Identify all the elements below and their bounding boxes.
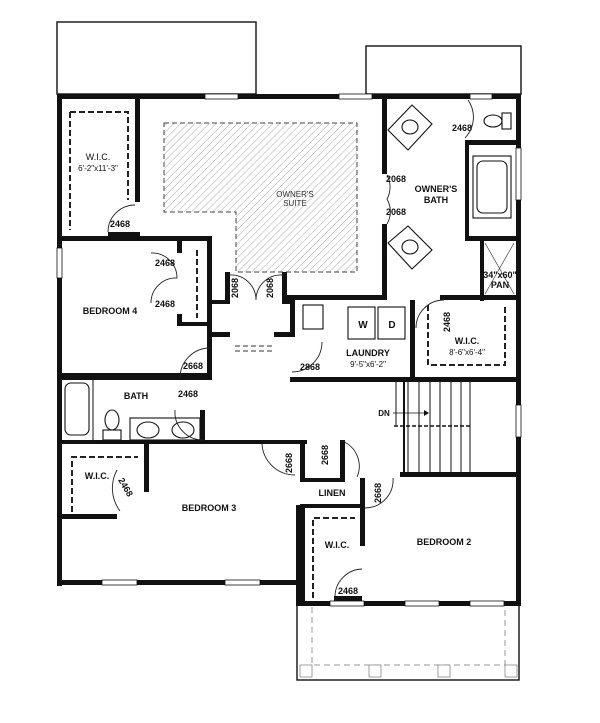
- wic-shelf-bed2: [312, 517, 355, 598]
- wic-shelf-bed3: [71, 456, 138, 512]
- wic-shelf-owner: [69, 111, 129, 230]
- room-label-owners-suite-2: SUITE: [283, 199, 307, 208]
- bay-outline-left: [56, 21, 257, 95]
- door-label: 2068: [386, 207, 406, 217]
- door-label: 2068: [386, 174, 406, 184]
- door-label: 2668: [373, 483, 383, 503]
- laundry-sink-icon: [302, 304, 324, 330]
- door-label: 2668: [284, 453, 294, 473]
- room-label-linen: LINEN: [319, 488, 346, 498]
- room-label-bedroom-2: BEDROOM 2: [417, 537, 472, 547]
- door-swings: [107, 99, 474, 597]
- door-label: 2468: [178, 389, 198, 399]
- dryer-icon: [377, 306, 406, 340]
- door-label: 2468: [110, 219, 130, 229]
- room-size-laundry: 9'-5"x6'-2": [350, 360, 386, 369]
- sink-icon: [401, 239, 419, 255]
- sink-icon: [401, 119, 419, 135]
- door-label: 2468: [116, 476, 135, 498]
- shower-pan-icon: [484, 242, 515, 295]
- room-label-laundry: LAUNDRY: [346, 348, 390, 358]
- door-label: 2068: [265, 278, 275, 298]
- porch-post: [437, 664, 451, 678]
- stairs-direction-label: DN: [378, 409, 390, 418]
- washer-label: W: [358, 320, 368, 331]
- door-label: 2868: [300, 362, 320, 372]
- room-label-wic-owner: W.I.C.: [86, 152, 111, 162]
- room-label-owners-bath-1: OWNER'S: [415, 184, 458, 194]
- sink-icon: [136, 421, 160, 439]
- bathtub-icon: [64, 382, 90, 436]
- bay-outline-right: [365, 45, 522, 95]
- room-label-bedroom-3: BEDROOM 3: [182, 503, 237, 513]
- owners-suite-hatched-area: [163, 122, 358, 273]
- door-label: 2468: [442, 312, 452, 332]
- toilet-icon: [483, 114, 503, 128]
- room-label-bedroom-4: BEDROOM 4: [83, 306, 138, 316]
- toilet-icon: [104, 409, 120, 431]
- porch-post: [368, 664, 382, 678]
- room-size-wic-bath: 8'-6"x6'-4": [449, 348, 485, 357]
- door-label: 2468: [338, 586, 358, 596]
- interior-walls: [62, 99, 518, 604]
- sink-icon: [171, 421, 195, 439]
- washer-icon: [347, 306, 376, 340]
- room-size-wic-owner: 6'-2"x11'-3": [78, 164, 118, 173]
- room-label-owners-suite-1: OWNER'S: [276, 190, 314, 199]
- wic-shelf-bath: [427, 305, 506, 366]
- room-label-wic-bed2: W.I.C.: [325, 540, 350, 550]
- porch-outline: [296, 604, 520, 681]
- toilet-tank-icon: [501, 112, 512, 130]
- porch-post: [299, 664, 313, 678]
- dryer-label: D: [388, 320, 395, 331]
- porch-dashed-line: [311, 607, 506, 666]
- shower-pan-label: PAN: [491, 280, 509, 290]
- room-label-wic-bath: W.I.C.: [455, 336, 480, 346]
- door-label: 2468: [155, 258, 175, 268]
- door-label: 2468: [155, 299, 175, 309]
- room-label-bath: BATH: [124, 391, 148, 401]
- room-label-wic-bed3: W.I.C.: [85, 471, 110, 481]
- fixtures: [64, 104, 515, 441]
- porch-post: [504, 664, 518, 678]
- door-label: 2668: [320, 445, 330, 465]
- windows: [56, 93, 522, 607]
- room-label-owners-bath-2: BATH: [424, 195, 448, 205]
- door-label: 2468: [452, 123, 472, 133]
- shower-pan-size: 34"x60": [483, 270, 517, 280]
- door-label: 2668: [183, 361, 203, 371]
- staircase: [393, 382, 471, 472]
- door-label: 2068: [230, 278, 240, 298]
